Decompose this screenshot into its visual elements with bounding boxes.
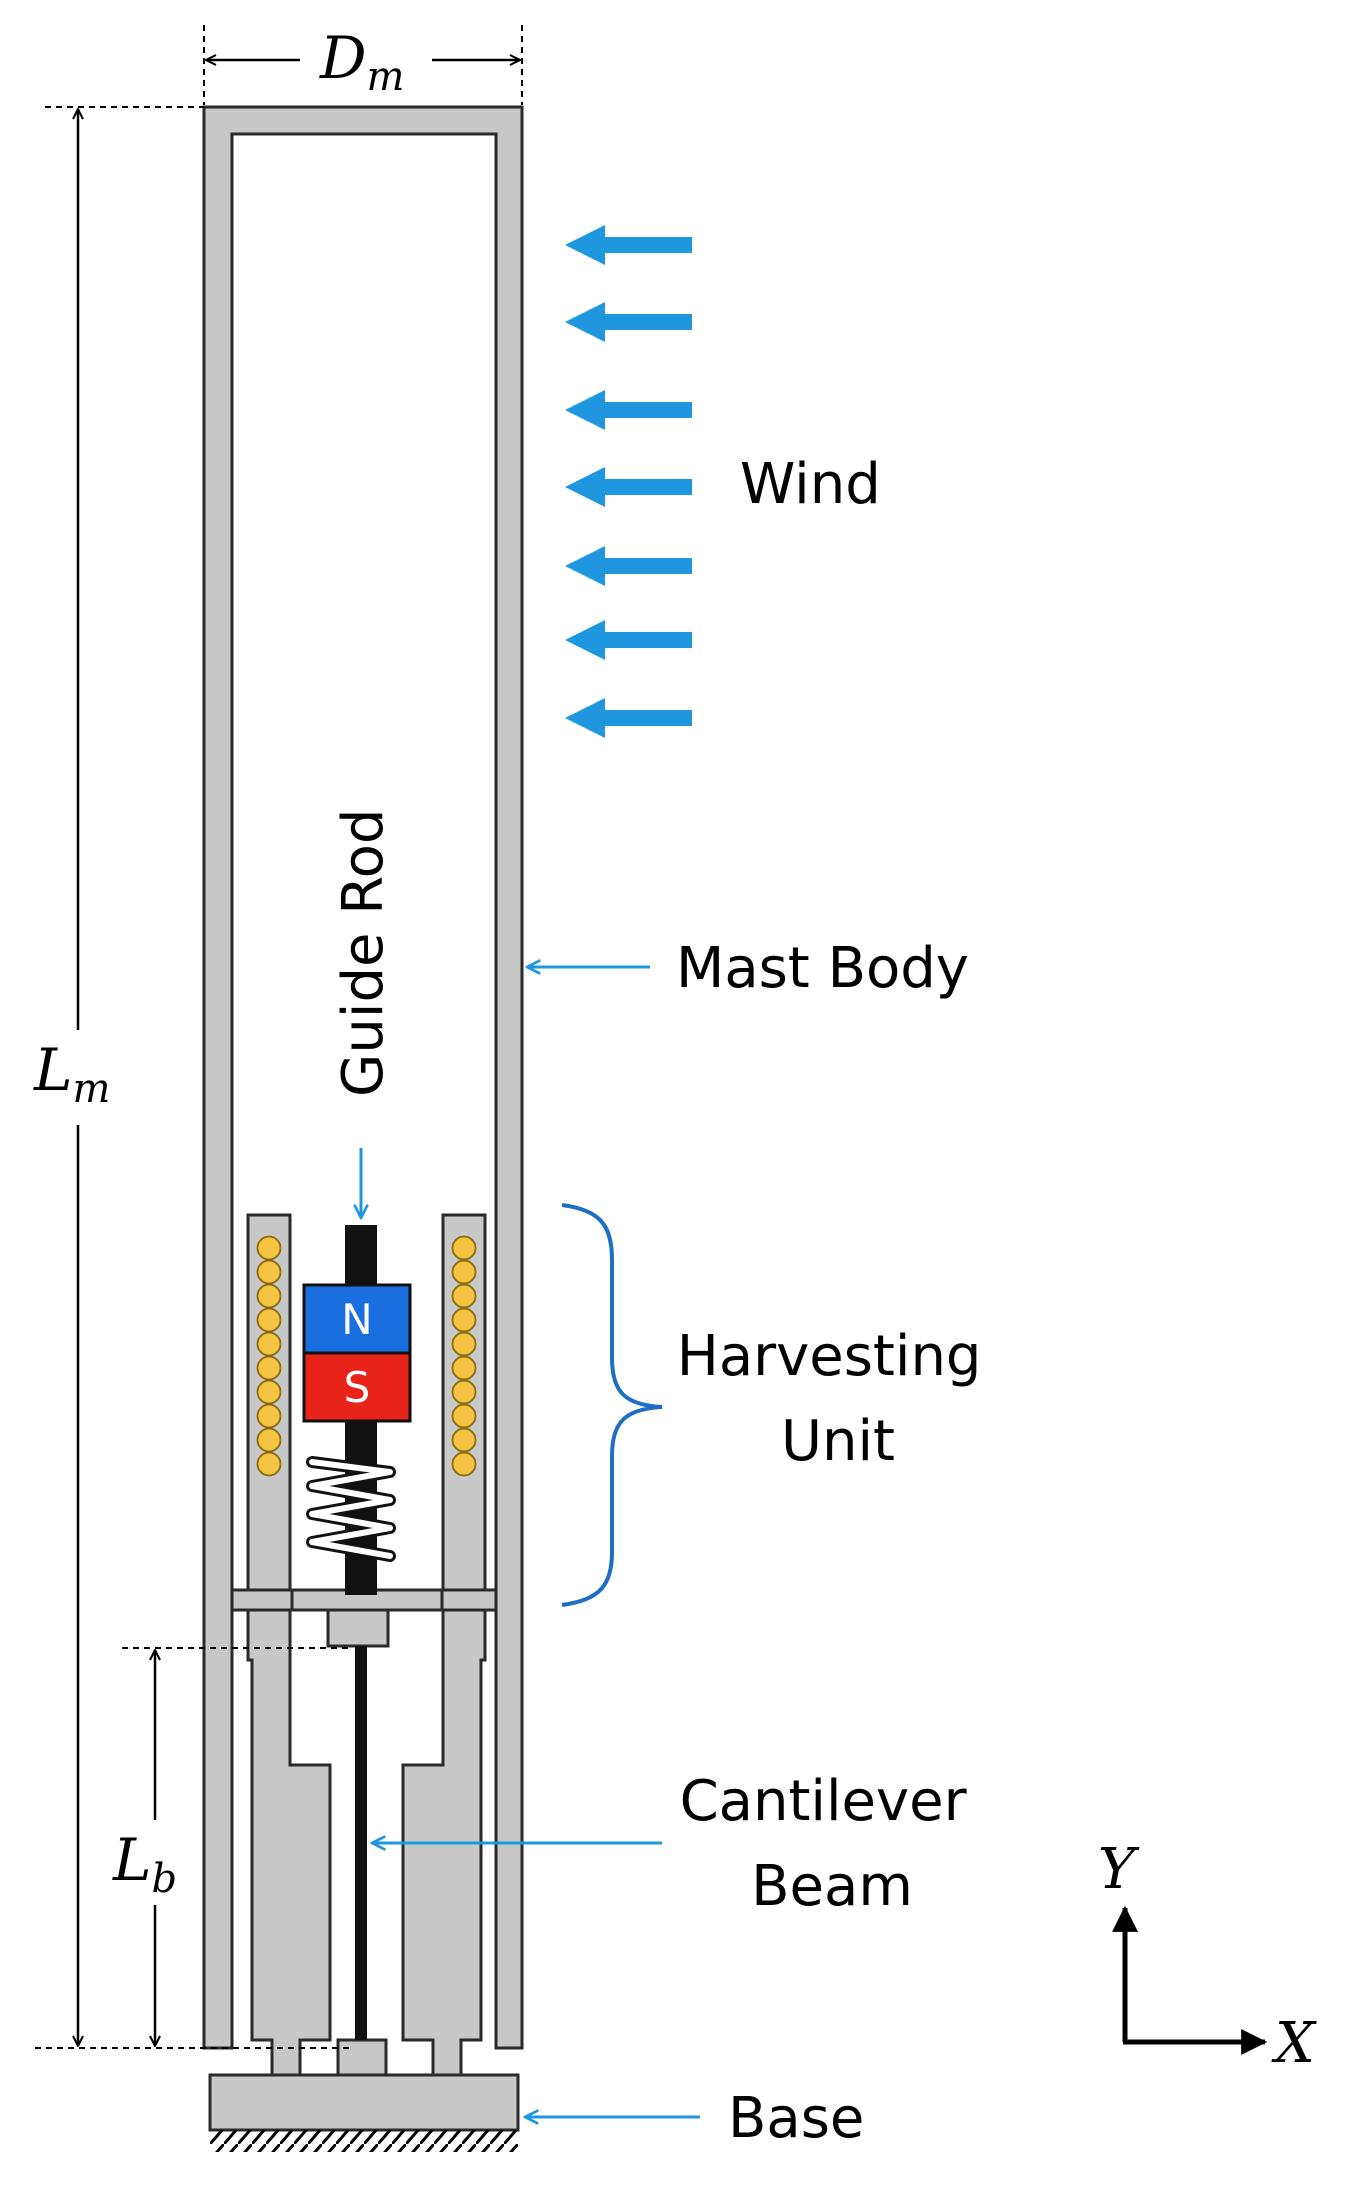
harvesting-unit-brace (561, 1203, 663, 1607)
coil-turn (256, 1379, 282, 1405)
ground-hatch (210, 2130, 518, 2152)
coordinate-axes: Y X (1098, 1837, 1317, 2076)
coil-turn (256, 1355, 282, 1381)
coil-turn (451, 1307, 477, 1333)
wind-label: Wind (740, 452, 881, 517)
guide-rod-label: Guide Rod (331, 809, 396, 1097)
coil-turn (256, 1307, 282, 1333)
coil-turn (256, 1235, 282, 1261)
coil-turn (451, 1451, 477, 1477)
cantilever-beam (355, 1646, 367, 2040)
y-axis-label: Y (1098, 1837, 1140, 1902)
magnet-south-label: S (344, 1363, 371, 1412)
coil-turn (451, 1427, 477, 1453)
base-plate (208, 2073, 520, 2152)
mast-diameter-label: Dm (319, 24, 404, 100)
spring (306, 1456, 396, 1562)
dimension-mast-length: Lm (33, 106, 204, 2046)
coil-turn (451, 1331, 477, 1357)
wind-arrow (565, 390, 692, 430)
magnet-north-label: N (341, 1295, 372, 1344)
cantilever-beam-label: Cantilever Beam (680, 1769, 985, 1919)
wind-arrows (565, 225, 692, 738)
coil-left (256, 1235, 282, 1477)
beam-length-label: Lb (112, 1826, 177, 1902)
coil-turn (256, 1403, 282, 1429)
coil-turn (256, 1451, 282, 1477)
coil-turn (256, 1259, 282, 1285)
mast-body-label: Mast Body (676, 936, 969, 1001)
x-axis-label: X (1271, 2011, 1317, 2076)
magnet-south (302, 1351, 412, 1423)
coil-turn (451, 1259, 477, 1285)
wind-arrow (565, 620, 692, 660)
dimension-beam-length: Lb (35, 1647, 350, 2049)
coil-turn (451, 1403, 477, 1429)
coil-right (451, 1235, 477, 1477)
coil-turn (256, 1331, 282, 1357)
wind-arrow (565, 467, 692, 507)
coil-turn (256, 1283, 282, 1309)
mast-length-label: Lm (33, 1036, 110, 1112)
wind-arrow (565, 546, 692, 586)
harvesting-unit-label: Harvesting Unit (677, 1324, 1000, 1474)
dimension-mast-diameter: Dm (203, 24, 523, 105)
wind-arrow (565, 302, 692, 342)
coil-turn (256, 1427, 282, 1453)
base-label: Base (728, 2086, 864, 2151)
coil-turn (451, 1235, 477, 1261)
coil-turn (451, 1283, 477, 1309)
wind-arrow (565, 225, 692, 265)
coil-turn (451, 1355, 477, 1381)
wind-arrow (565, 698, 692, 738)
coil-turn (451, 1379, 477, 1405)
magnet: N S (302, 1283, 412, 1423)
